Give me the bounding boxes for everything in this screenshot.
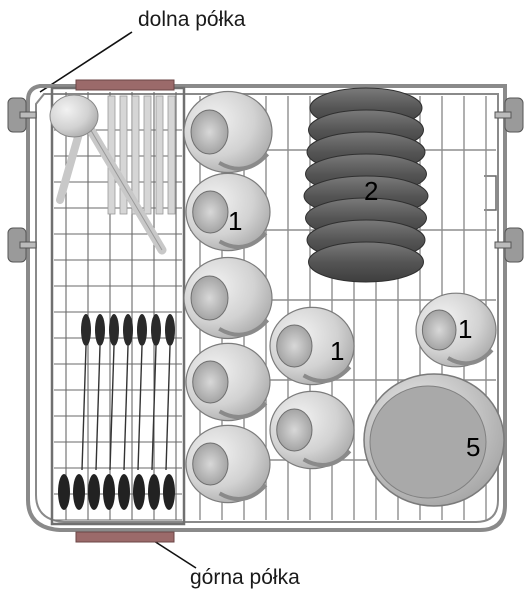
cup-icon bbox=[269, 306, 355, 386]
spoon-handle bbox=[81, 345, 87, 471]
spoon-icon bbox=[81, 314, 91, 346]
fork-icon bbox=[143, 95, 152, 215]
right-cup-number-label: 1 bbox=[458, 314, 473, 344]
cup-icon bbox=[185, 342, 271, 422]
plate-icon bbox=[308, 241, 424, 283]
bowl-number-label: 5 bbox=[466, 432, 481, 462]
cup-icon bbox=[185, 424, 271, 504]
cup-icon bbox=[269, 390, 355, 470]
cup-icon bbox=[183, 90, 273, 174]
spoon-handle bbox=[109, 345, 115, 471]
bowl bbox=[363, 373, 505, 507]
latch-icon bbox=[484, 175, 497, 211]
fork-icon bbox=[167, 95, 176, 215]
spoon-icon bbox=[95, 314, 105, 346]
top-leader-line bbox=[39, 31, 133, 93]
ladle-icon bbox=[49, 94, 167, 255]
spoon-handle bbox=[123, 345, 129, 471]
spoon-handle bbox=[95, 345, 101, 471]
spoon-icon bbox=[103, 474, 115, 510]
spoon-icon bbox=[133, 474, 145, 510]
cutlery-basket bbox=[49, 79, 186, 543]
spoon-icon bbox=[73, 474, 85, 510]
spoon-handle bbox=[165, 345, 171, 471]
spoon-icon bbox=[58, 474, 70, 510]
spoon-icon bbox=[163, 474, 175, 510]
cups-group bbox=[183, 90, 497, 504]
cup-icon bbox=[415, 292, 497, 368]
bottom-shelf-caption: górna półka bbox=[190, 566, 300, 589]
fork-icon bbox=[119, 95, 128, 215]
fork-icon bbox=[155, 95, 164, 215]
rack-side-hooks bbox=[7, 97, 524, 263]
rack-frame bbox=[26, 84, 507, 532]
spoon-icon bbox=[165, 314, 175, 346]
spoon-icon bbox=[109, 314, 119, 346]
spoon-icon bbox=[123, 314, 133, 346]
spoon-icon bbox=[137, 314, 147, 346]
cup-icon bbox=[183, 256, 273, 340]
plates-number-label: 2 bbox=[364, 176, 379, 206]
cups-number-label: 1 bbox=[228, 206, 243, 236]
cup-icon bbox=[185, 172, 271, 252]
plate-stack bbox=[303, 87, 429, 283]
spoon-handle bbox=[137, 345, 143, 471]
spoon-icon bbox=[88, 474, 100, 510]
top-shelf-caption: dolna półka bbox=[138, 8, 246, 31]
center-cup-number-label: 1 bbox=[330, 336, 345, 366]
spoon-handle bbox=[151, 345, 157, 471]
spoon-icon bbox=[151, 314, 161, 346]
spoon-icon bbox=[118, 474, 130, 510]
spoon-icon bbox=[148, 474, 160, 510]
